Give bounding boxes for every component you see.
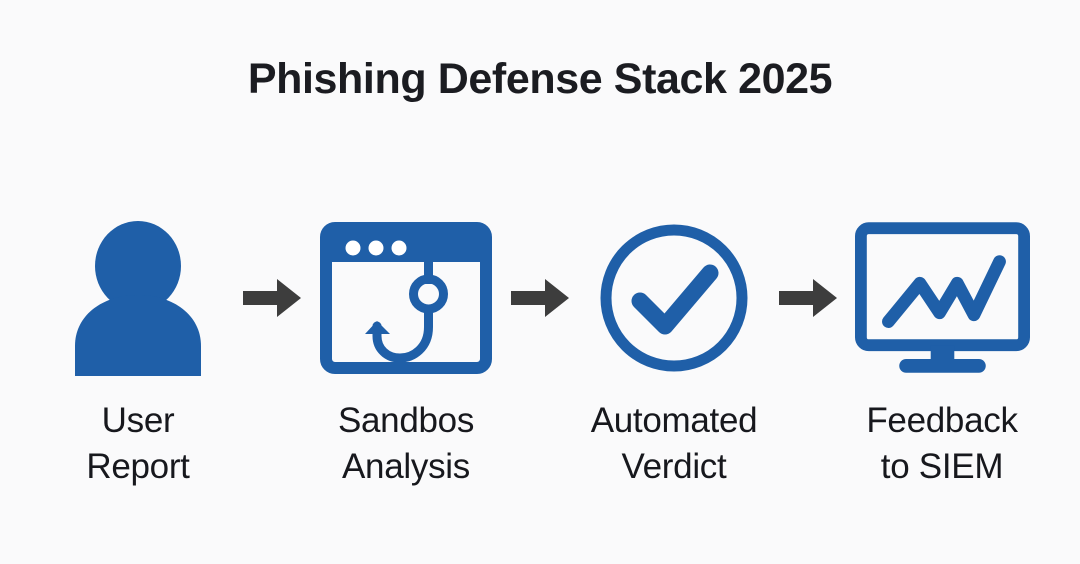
flow-step-label: Feedback to SIEM [866, 398, 1018, 489]
flow-step-automated-verdict: Automated Verdict [579, 212, 769, 489]
flow-step-user-report: User Report [43, 212, 233, 489]
browser-window-phishing-hook-icon [319, 212, 494, 384]
monitor-line-chart-icon [854, 212, 1030, 384]
flow-step-label-line2: Analysis [342, 446, 470, 486]
flow-arrow-2 [501, 212, 579, 384]
flow-step-label: Sandbos Analysis [338, 398, 474, 489]
flow-step-label-line2: Report [86, 446, 190, 486]
arrow-right-icon [243, 279, 301, 317]
check-circle-icon [587, 212, 762, 384]
flow-step-label-line1: Sandbos [337, 401, 475, 440]
flow-diagram: User Report [30, 212, 1050, 512]
flow-step-label-line1: Feedback [866, 401, 1018, 440]
flow-arrow-3 [769, 212, 847, 384]
user-person-icon [51, 212, 226, 384]
flow-step-label: Automated Verdict [591, 398, 758, 489]
page-title: Phishing Defense Stack 2025 [247, 55, 833, 103]
flow-step-feedback-to-siem: Feedback to SIEM [847, 212, 1037, 489]
flow-step-sandbox-analysis: Sandbos Analysis [311, 212, 501, 489]
flow-step-label-line1: Automated [590, 401, 758, 440]
flow-step-label-line2: to SIEM [880, 446, 1004, 486]
flow-arrow-1 [233, 212, 311, 384]
flow-step-label: User Report [86, 398, 190, 489]
flow-step-label-line1: User [101, 401, 175, 440]
flow-step-label-line2: Verdict [621, 446, 727, 486]
arrow-right-icon [779, 279, 837, 317]
arrow-right-icon [511, 279, 569, 317]
